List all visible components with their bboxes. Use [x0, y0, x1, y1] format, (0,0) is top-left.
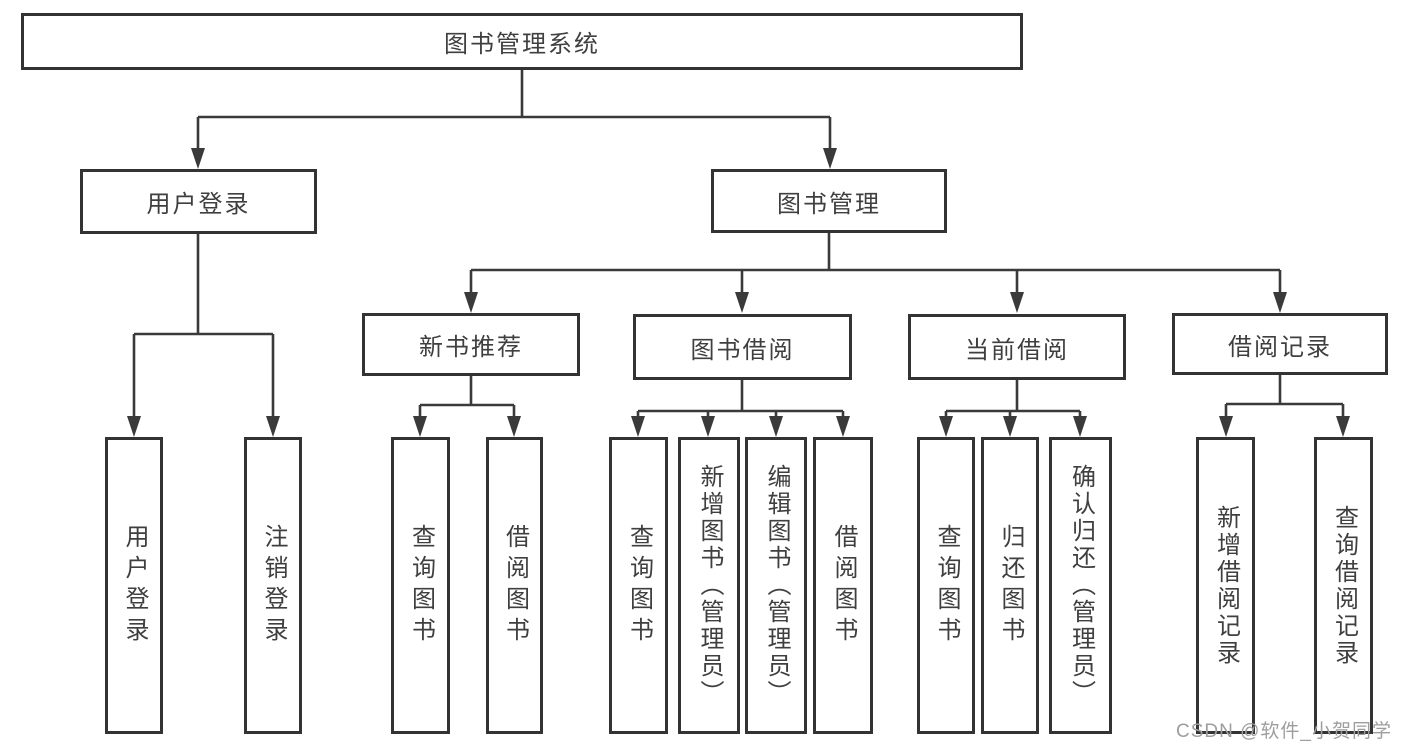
node-label: 用户登录	[121, 523, 148, 648]
node-current-borrowing: 当前借阅	[908, 314, 1126, 380]
connector-user-login	[132, 234, 275, 418]
node-label: 借阅图书	[501, 523, 529, 648]
connector-root	[196, 68, 832, 150]
leaf-add-books-admin: 新增图书（管理员）	[678, 437, 740, 734]
node-label: 查询图书	[933, 523, 960, 648]
node-label: 查询图书	[625, 523, 653, 648]
leaf-edit-books-admin: 编辑图书（管理员）	[745, 437, 807, 734]
connector-new-book-recommend	[418, 376, 516, 418]
leaf-borrow-books-1: 借阅图书	[486, 437, 543, 734]
node-label: 当前借阅	[965, 336, 1069, 364]
node-book-borrowing: 图书借阅	[633, 314, 852, 380]
node-label: 图书管理系统	[444, 31, 600, 58]
node-label: 编辑图书（管理员）	[763, 464, 790, 707]
connector-book-borrowing	[636, 380, 845, 418]
node-label: 新增图书（管理员）	[696, 464, 723, 707]
node-label: 新书推荐	[419, 334, 523, 361]
node-label: 图书借阅	[690, 336, 795, 364]
connector-borrowing-records	[1224, 375, 1345, 418]
leaf-add-borrow-record: 新增借阅记录	[1196, 437, 1255, 734]
node-label: 图书管理	[777, 190, 881, 218]
node-label: 查询图书	[407, 523, 435, 648]
leaf-query-books-3: 查询图书	[917, 437, 975, 734]
node-label: 注销登录	[260, 523, 287, 648]
connector-book-management	[469, 233, 1282, 294]
node-user-login: 用户登录	[80, 169, 317, 234]
node-label: 归还图书	[997, 523, 1024, 648]
node-label: 确认归还（管理员）	[1067, 464, 1095, 707]
node-book-management: 图书管理	[711, 169, 947, 233]
node-label: 借阅图书	[830, 523, 857, 648]
leaf-logout: 注销登录	[244, 437, 302, 734]
leaf-confirm-return-admin: 确认归还（管理员）	[1049, 437, 1112, 734]
node-label: 用户登录	[146, 191, 251, 218]
leaf-query-books-2: 查询图书	[609, 437, 668, 734]
node-label: 新增借阅记录	[1212, 504, 1240, 667]
leaf-borrow-books-2: 借阅图书	[813, 437, 873, 734]
leaf-return-books: 归还图书	[981, 437, 1039, 734]
node-label: 查询借阅记录	[1330, 504, 1358, 667]
node-new-book-recommend: 新书推荐	[362, 313, 580, 376]
node-label: 借阅记录	[1228, 333, 1332, 361]
watermark-text: CSDN @软件_小贺同学	[1176, 721, 1392, 742]
arrow-heads	[127, 148, 1350, 437]
leaf-query-borrow-record: 查询借阅记录	[1314, 437, 1373, 734]
node-borrowing-records: 借阅记录	[1172, 313, 1388, 375]
connector-current-borrowing	[944, 380, 1082, 418]
node-root: 图书管理系统	[21, 13, 1023, 70]
leaf-query-books-1: 查询图书	[391, 437, 450, 734]
leaf-user-login: 用户登录	[105, 437, 163, 734]
